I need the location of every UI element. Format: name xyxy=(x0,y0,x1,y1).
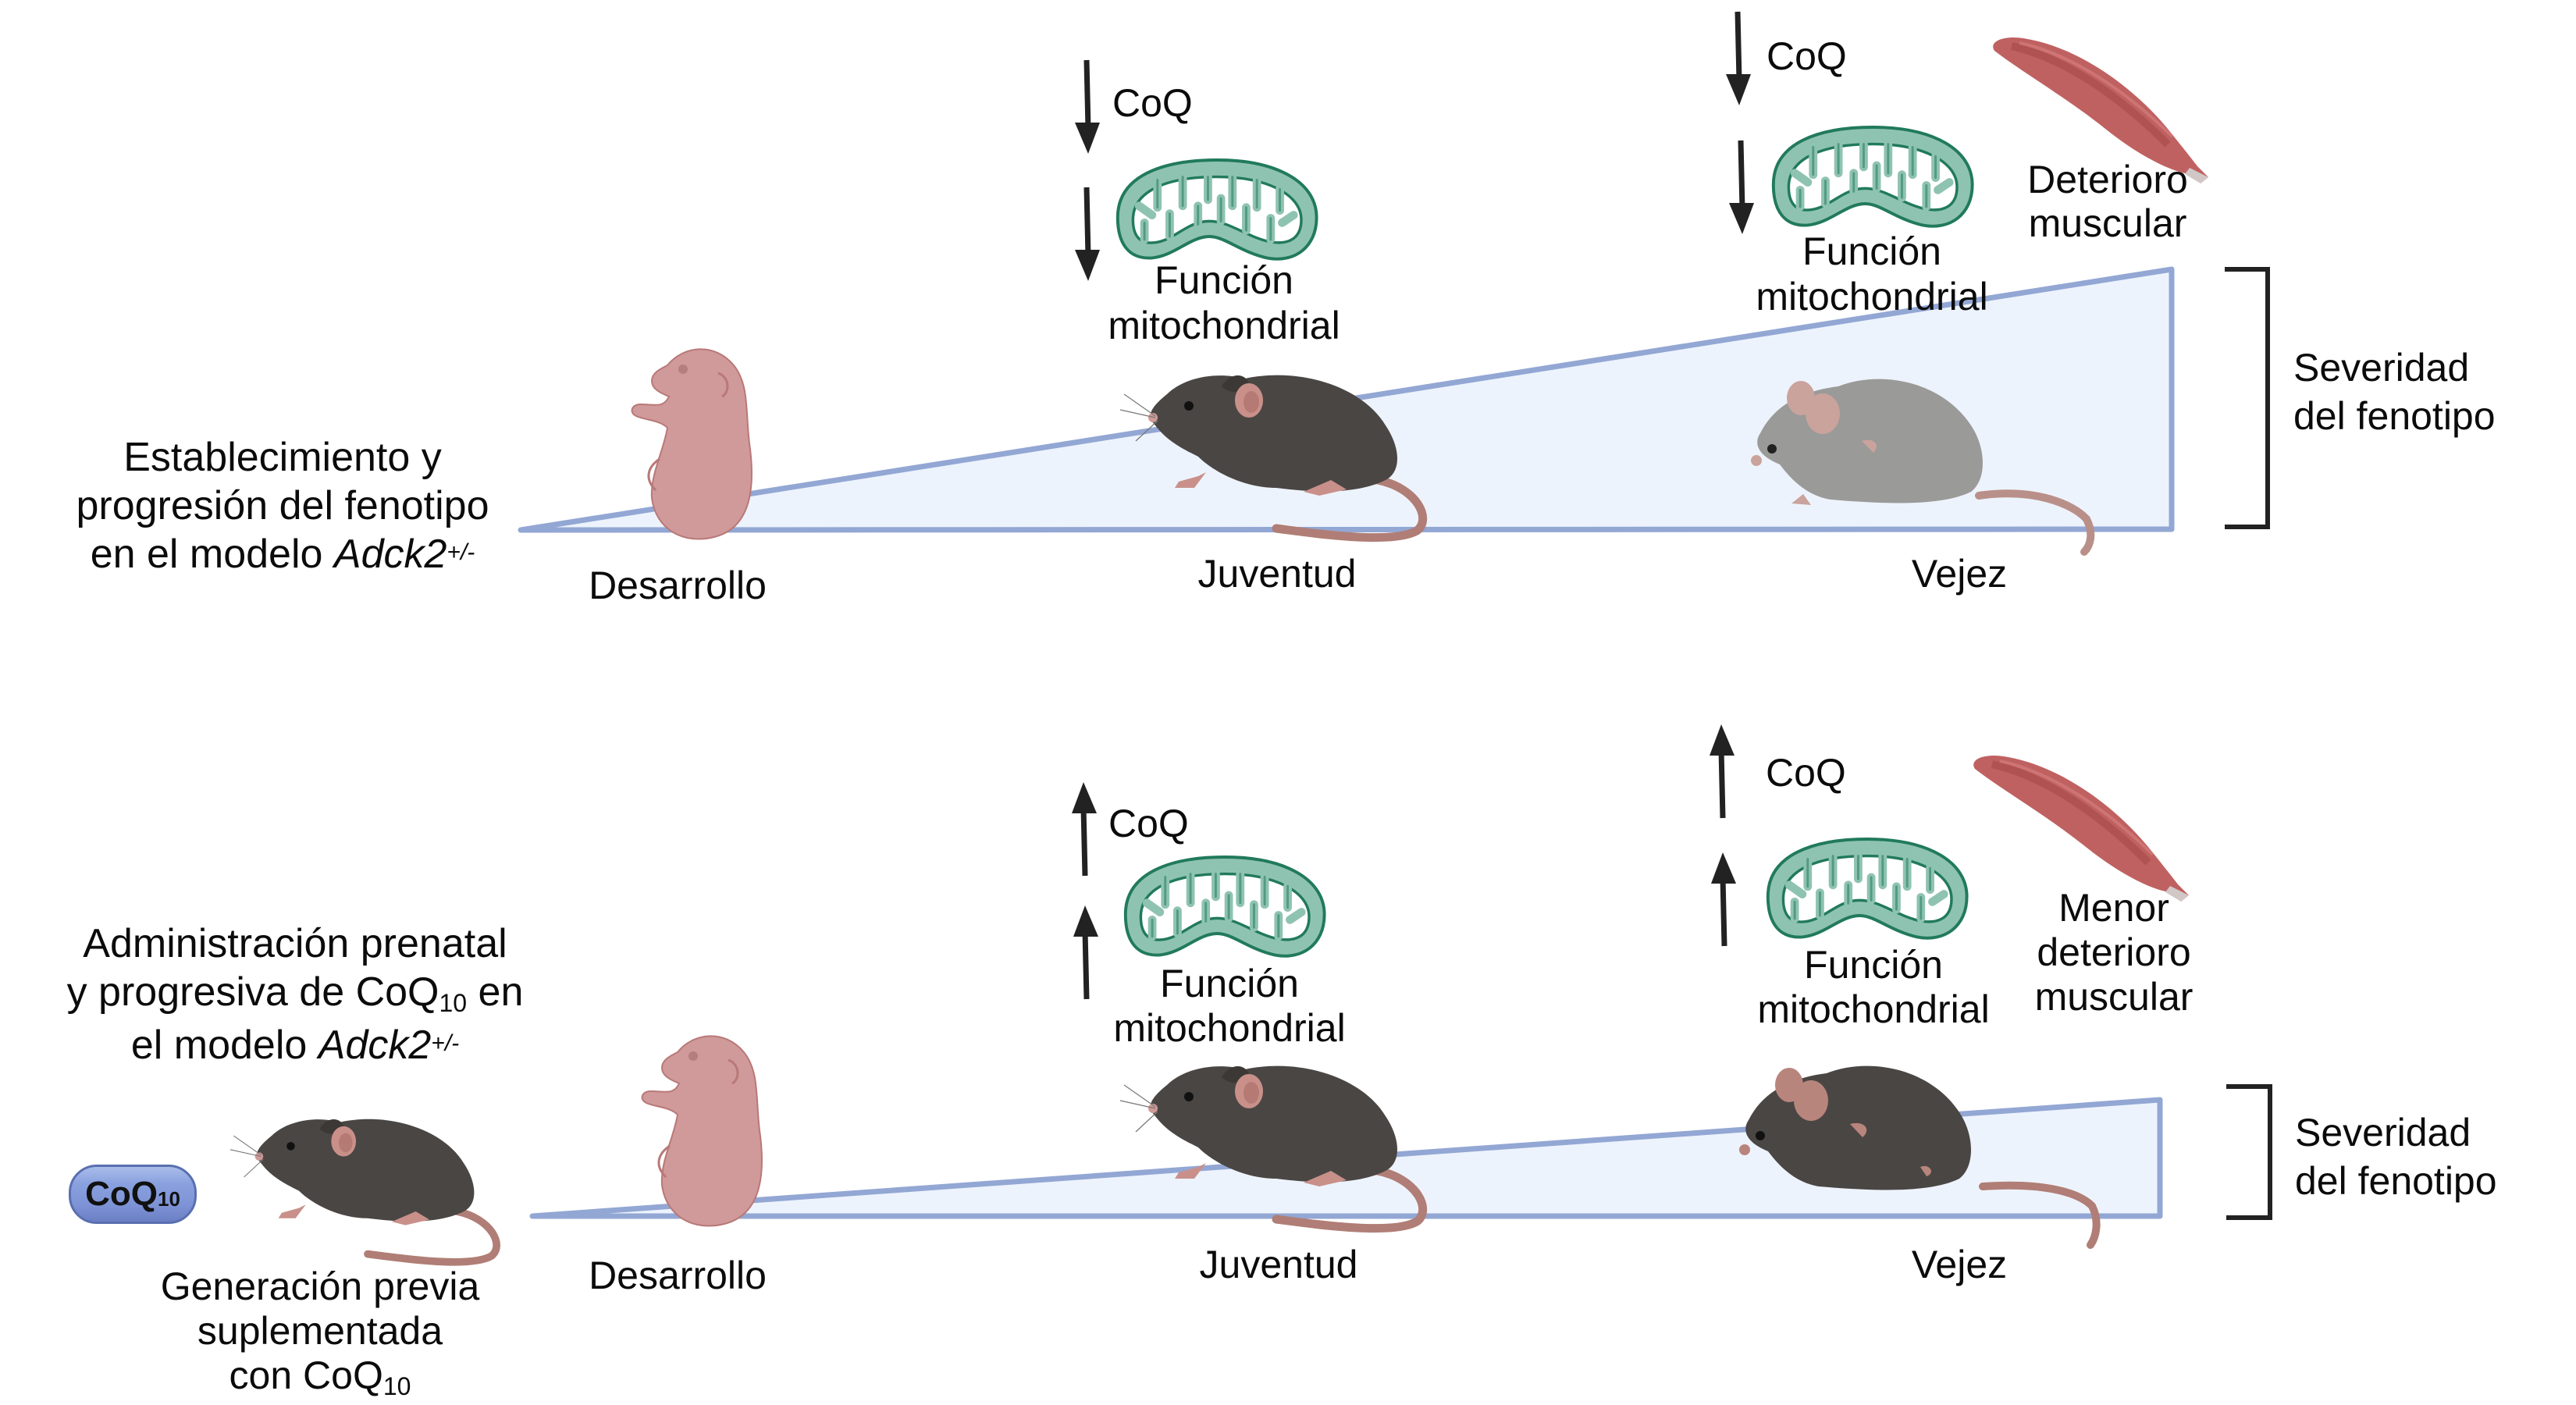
bottom-title-line-3: el modelo Adck2+/- xyxy=(130,1023,460,1068)
previous-generation-caption: Generación previa suplementada con CoQ10 xyxy=(160,1264,480,1400)
mitochondrion-icon-vejez-top xyxy=(1774,127,1973,226)
top-title-line-3: en el modelo Adck2+/- xyxy=(90,532,475,577)
coq-label-vejez-bottom: CoQ xyxy=(1766,751,1846,795)
mito-increase-arrow-juventud xyxy=(1073,905,1098,999)
aged-black-mouse-illustration-bottom xyxy=(1739,1065,2101,1249)
stage-label-juventud-bottom: Juventud xyxy=(1199,1243,1358,1286)
stage-label-vejez-bottom: Vejez xyxy=(1911,1243,2008,1286)
genotype-superscript: +/- xyxy=(447,539,475,565)
mito-decrease-arrow-vejez xyxy=(1729,140,1754,234)
gene-name: Adck2 xyxy=(333,532,447,577)
mito-decrease-arrow-juventud xyxy=(1075,187,1100,281)
coq-decrease-arrow-vejez xyxy=(1726,12,1751,105)
mito-function-label-juventud-bottom: Función mitochondrial xyxy=(1113,962,1346,1050)
severity-label-top: Severidad del fenotipo xyxy=(2293,346,2496,438)
coq-increase-arrow-vejez xyxy=(1710,724,1735,818)
coq-label-juventud-bottom: CoQ xyxy=(1108,802,1189,845)
bottom-title-line-2: y progresiva de CoQ10 en xyxy=(66,969,524,1017)
mito-function-label-juventud-top: Función mitochondrial xyxy=(1108,258,1340,347)
mito-increase-arrow-vejez xyxy=(1711,852,1736,946)
muscle-label-top: Deterioro muscular xyxy=(2027,158,2188,245)
stage-label-juventud-top: Juventud xyxy=(1197,552,1357,596)
severity-label-bottom: Severidad del fenotipo xyxy=(2295,1111,2497,1203)
stage-label-desarrollo-top: Desarrollo xyxy=(589,564,767,607)
coq-decrease-arrow-juventud xyxy=(1075,60,1100,154)
mito-function-label-vejez-bottom: Función mitochondrial xyxy=(1757,943,1990,1031)
top-title-line-2: progresión del fenotipo xyxy=(76,483,489,528)
severity-bracket-bottom xyxy=(2226,1084,2272,1220)
severity-bracket-top xyxy=(2225,267,2270,529)
muscle-label-bottom: Menor deterioro muscular xyxy=(2034,886,2194,1019)
top-title-line-1: Establecimiento y xyxy=(123,435,442,480)
pup-illustration-bottom xyxy=(641,1034,763,1228)
bottom-title-line-1: Administración prenatal xyxy=(83,921,507,966)
stage-label-vejez-top: Vejez xyxy=(1911,552,2008,596)
muscle-icon-bottom xyxy=(1973,756,2189,902)
mitochondrion-icon-vejez-bottom xyxy=(1768,839,1967,938)
top-section-title: Establecimiento y progresión del fenotip… xyxy=(76,433,489,578)
bottom-section-title: Administración prenatal y progresiva de … xyxy=(67,919,524,1069)
coq-label-vejez-top: CoQ xyxy=(1767,34,1847,78)
previous-generation-mouse-illustration xyxy=(230,1119,496,1262)
coq-label-juventud-top: CoQ xyxy=(1112,81,1193,125)
coq-increase-arrow-juventud xyxy=(1072,782,1097,876)
aged-grey-mouse-illustration-top xyxy=(1751,379,2095,556)
mitochondrion-icon-juventud-top xyxy=(1118,160,1317,259)
stage-label-desarrollo-bottom: Desarrollo xyxy=(589,1254,767,1297)
mito-function-label-vejez-top: Función mitochondrial xyxy=(1756,229,1988,318)
mitochondrion-icon-juventud-bottom xyxy=(1126,857,1325,956)
